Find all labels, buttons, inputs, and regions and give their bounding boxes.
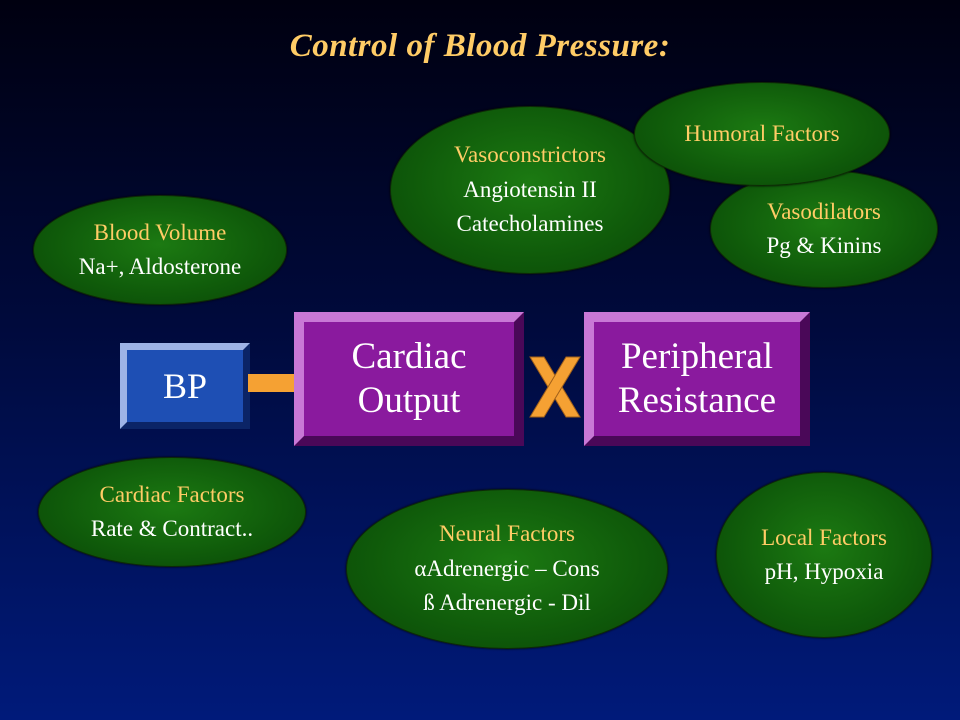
vasoconstrictors-ellipse: Vasoconstrictors Angiotensin II Catechol… bbox=[390, 106, 670, 274]
vasodilators-title: Vasodilators bbox=[767, 198, 881, 224]
cardiac-factors-ellipse: Cardiac Factors Rate & Contract.. bbox=[38, 457, 306, 567]
cardiac-factors-rate-contract: Rate & Contract.. bbox=[90, 516, 254, 541]
slide-title: Control of Blood Pressure: bbox=[289, 28, 671, 64]
local-factors-title: Local Factors bbox=[761, 524, 887, 550]
blood-volume-na-aldosterone: Na+, Aldosterone bbox=[78, 254, 242, 279]
vasoconstrictors-catecholamines: Catecholamines bbox=[456, 211, 604, 237]
neural-factors-beta-adrenergic: ß Adrenergic - Dil bbox=[423, 590, 591, 616]
blood-volume-ellipse: Blood Volume Na+, Aldosterone bbox=[33, 195, 287, 305]
vasodilators-pg-kinins: Pg & Kinins bbox=[766, 233, 882, 258]
vasoconstrictors-angiotensin: Angiotensin II bbox=[463, 176, 597, 202]
cardiac-output-line1: Cardiac bbox=[351, 336, 467, 378]
cardiac-factors-title: Cardiac Factors bbox=[99, 481, 245, 507]
cardiac-output-box: Cardiac Output bbox=[294, 312, 524, 446]
peripheral-resistance-line2: Resistance bbox=[617, 380, 777, 421]
bp-label: BP bbox=[162, 366, 208, 406]
local-factors-ellipse: Local Factors pH, Hypoxia bbox=[716, 472, 932, 638]
local-factors-ph-hypoxia: pH, Hypoxia bbox=[764, 559, 884, 584]
blood-volume-title: Blood Volume bbox=[93, 219, 227, 245]
humoral-factors-ellipse: Humoral Factors bbox=[634, 82, 890, 186]
peripheral-resistance-line1: Peripheral bbox=[620, 336, 774, 378]
multiply-icon bbox=[529, 356, 581, 418]
bp-box: BP bbox=[120, 343, 250, 429]
bp-connector-bar bbox=[248, 374, 300, 392]
vasodilators-ellipse: Vasodilators Pg & Kinins bbox=[710, 170, 938, 288]
neural-factors-alpha-adrenergic: αAdrenergic – Cons bbox=[414, 555, 600, 581]
neural-factors-ellipse: Neural Factors αAdrenergic – Cons ß Adre… bbox=[346, 489, 668, 649]
neural-factors-title: Neural Factors bbox=[438, 521, 576, 547]
peripheral-resistance-box: Peripheral Resistance bbox=[584, 312, 810, 446]
cardiac-output-line2: Output bbox=[357, 380, 461, 421]
humoral-factors-title: Humoral Factors bbox=[684, 120, 840, 146]
vasoconstrictors-title: Vasoconstrictors bbox=[453, 142, 607, 168]
